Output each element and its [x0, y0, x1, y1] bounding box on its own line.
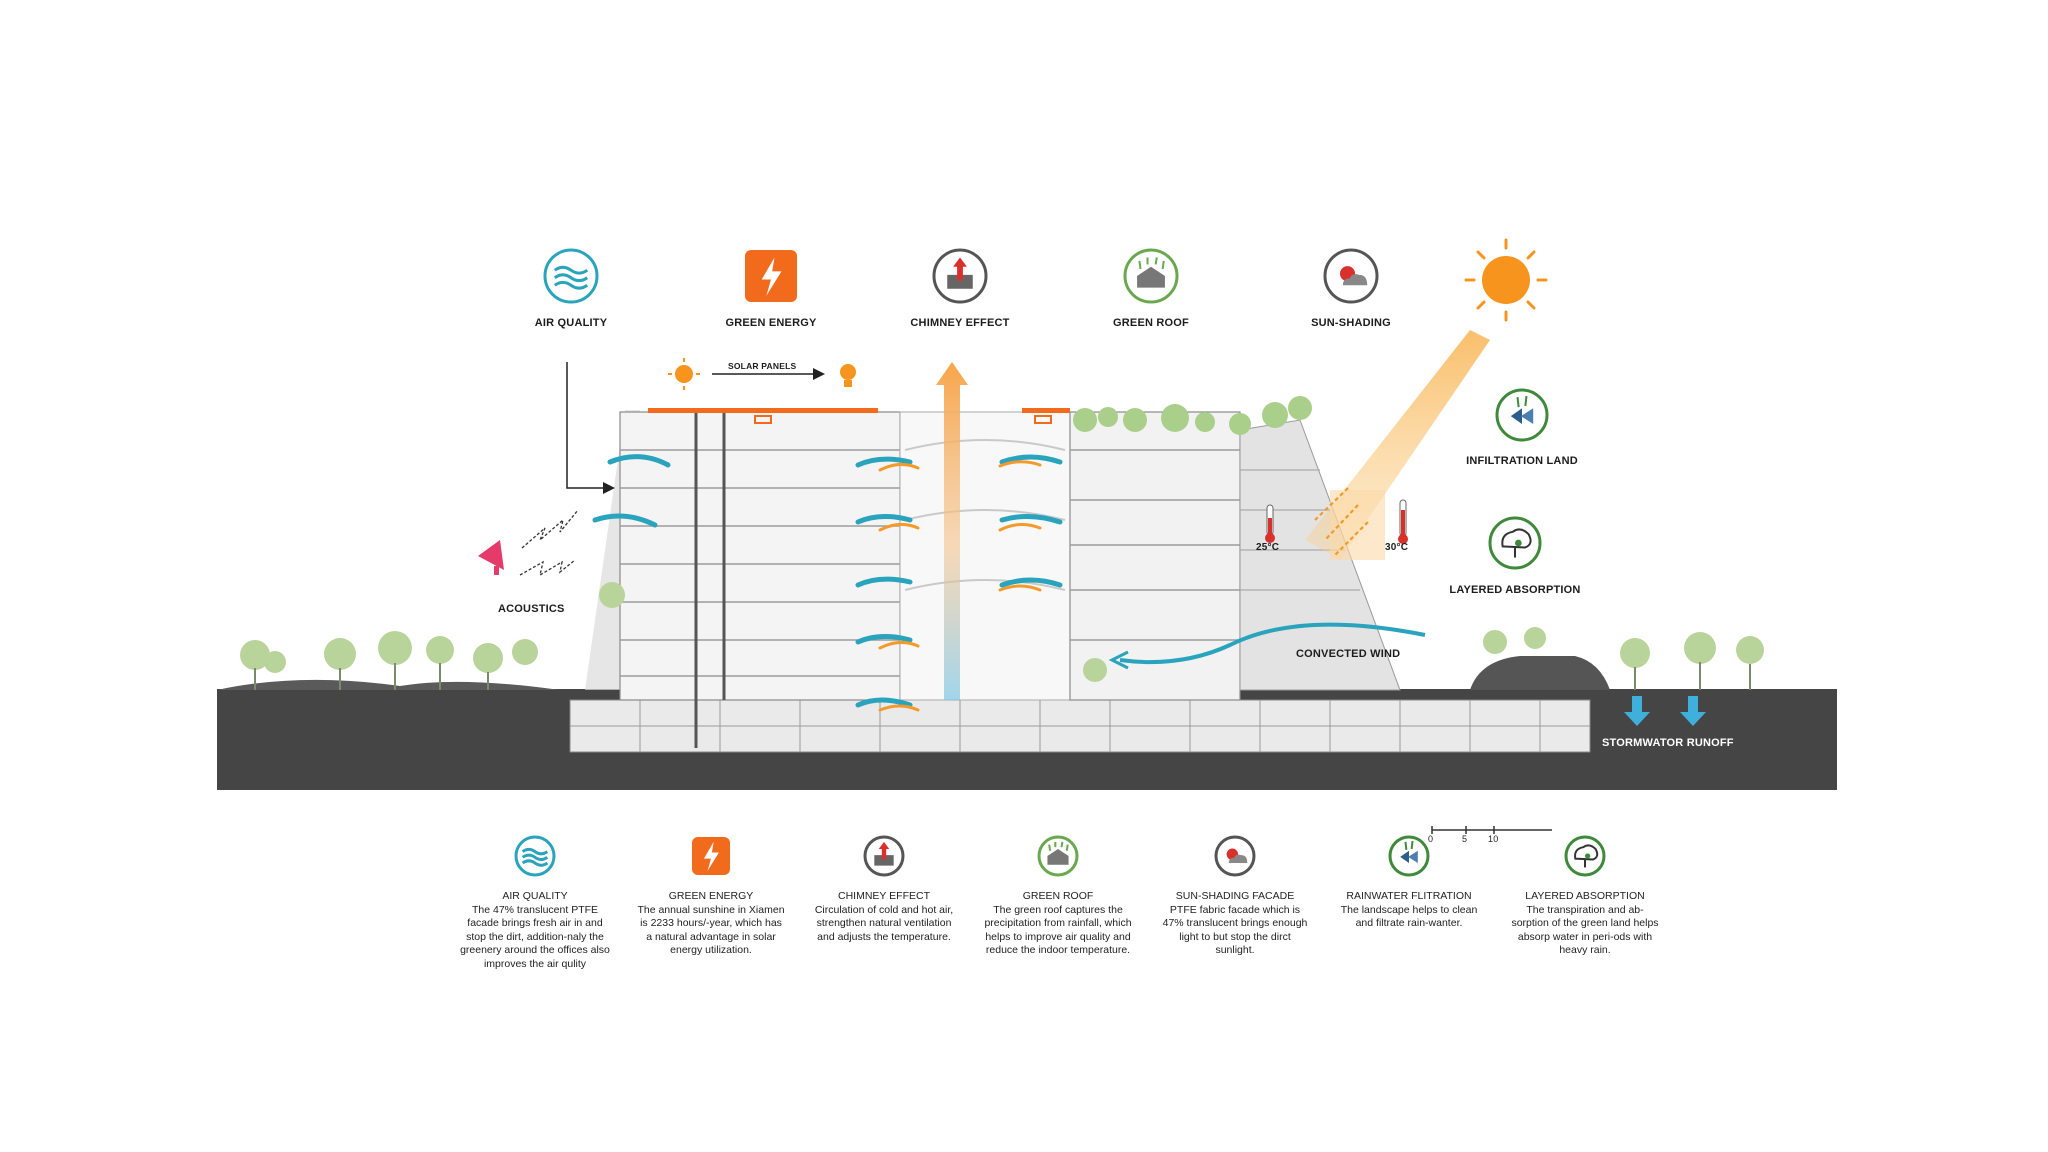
lightbulb-icon	[840, 364, 856, 387]
green-roof-icon	[1122, 247, 1180, 310]
trees-right	[1083, 627, 1764, 682]
tree-absorption-label: LAYERED ABSORPTION	[1449, 584, 1581, 596]
office-block-left	[619, 411, 901, 701]
legend-text: The annual sunshine in Xiamen is 2233 ho…	[637, 903, 785, 957]
trees-left	[240, 582, 625, 673]
legend-item: RAINWATER FLITRATION The landscape helps…	[1334, 890, 1484, 931]
scale-tick-0: 0	[1428, 834, 1434, 844]
stormwater-runoff-label: STORMWATOR RUNOFF	[1602, 737, 1734, 749]
legend-title: LAYERED ABSORPTION	[1525, 890, 1645, 902]
landscape-mound-left	[217, 679, 560, 690]
megaphone-icon	[478, 540, 504, 575]
temp-outside-label: 30°C	[1385, 542, 1409, 553]
tree-absorption-icon	[1487, 515, 1543, 576]
air-quality-leader	[566, 362, 615, 494]
sun-cloud-label: SUN-SHADING	[1311, 317, 1391, 329]
infiltration-icon	[1494, 387, 1550, 448]
convected-wind-label: CONVECTED WIND	[1296, 648, 1401, 660]
legend-text: Circulation of cold and hot air, strengt…	[814, 903, 954, 943]
infiltration-label: INFILTRATION LAND	[1466, 455, 1578, 467]
legend-item: AIR QUALITY The 47% translucent PTFE fac…	[460, 890, 610, 971]
green-roof-label: GREEN ROOF	[1113, 317, 1189, 329]
sun-icon	[1464, 238, 1548, 322]
thermometer-inside	[1265, 504, 1275, 543]
legend-title: GREEN ENERGY	[668, 890, 754, 902]
acoustics-label: ACOUSTICS	[498, 603, 565, 615]
convected-wind-arrow	[1119, 622, 1426, 665]
legend-text: The 47% translucent PTFE facade brings f…	[460, 903, 610, 970]
solar-panel-array	[648, 408, 878, 413]
solar-panel-array-2	[1022, 408, 1070, 413]
scale-bar	[1431, 826, 1552, 834]
sun-cloud-icon	[1213, 834, 1257, 883]
solar-panels-label: SOLAR PANELS	[728, 361, 797, 371]
lightning-icon	[742, 247, 800, 310]
landscape-mound-right	[1470, 656, 1610, 690]
legend-item: LAYERED ABSORPTION The transpiration and…	[1510, 890, 1660, 958]
lightning-label: GREEN ENERGY	[725, 317, 817, 329]
lightning-icon	[689, 834, 733, 883]
legend-title: AIR QUALITY	[502, 890, 568, 902]
legend-title: GREEN ROOF	[1022, 890, 1094, 902]
legend-title: SUN-SHADING FACADE	[1175, 890, 1295, 902]
infiltration-icon	[1387, 834, 1431, 883]
sun-cloud-icon	[1322, 247, 1380, 310]
house-arrow-icon	[931, 247, 989, 310]
acoustic-waves	[519, 509, 579, 577]
office-block-right	[1069, 411, 1241, 701]
legend-item: CHIMNEY EFFECT Circulation of cold and h…	[809, 890, 959, 944]
chimney-airflow-arrow	[936, 362, 968, 700]
thermometer-outside	[1398, 499, 1408, 544]
legend-text: The transpiration and ab-sorption of the…	[1511, 903, 1659, 957]
house-arrow-icon	[862, 834, 906, 883]
fresh-air-arrows	[592, 454, 1063, 708]
scale-tick-10: 10	[1488, 834, 1499, 844]
legend-title: CHIMNEY EFFECT	[838, 890, 930, 902]
legend-item: SUN-SHADING FACADE PTFE fabric facade wh…	[1160, 890, 1310, 958]
green-roof-icon	[1036, 834, 1080, 883]
legend-text: PTFE fabric facade which is 47% transluc…	[1162, 903, 1308, 957]
house-arrow-label: CHIMNEY EFFECT	[910, 317, 1010, 329]
temp-inside-label: 25°C	[1256, 542, 1280, 553]
wind-label: AIR QUALITY	[534, 317, 608, 329]
legend-item: GREEN ENERGY The annual sunshine in Xiam…	[636, 890, 786, 958]
tree-absorption-icon	[1563, 834, 1607, 883]
legend-item: GREEN ROOF The green roof captures the p…	[983, 890, 1133, 958]
legend-text: The landscape helps to clean and filtrat…	[1340, 903, 1478, 930]
legend-text: The green roof captures the precipitatio…	[984, 903, 1132, 957]
legend-title: RAINWATER FLITRATION	[1346, 890, 1472, 902]
wind-icon	[542, 247, 600, 310]
roof-greenery	[1073, 396, 1312, 435]
small-sun-icon	[668, 358, 700, 390]
central-atrium	[899, 411, 1071, 701]
stormwater-arrows	[1624, 696, 1706, 726]
wind-icon	[513, 834, 557, 883]
scale-tick-5: 5	[1462, 834, 1468, 844]
